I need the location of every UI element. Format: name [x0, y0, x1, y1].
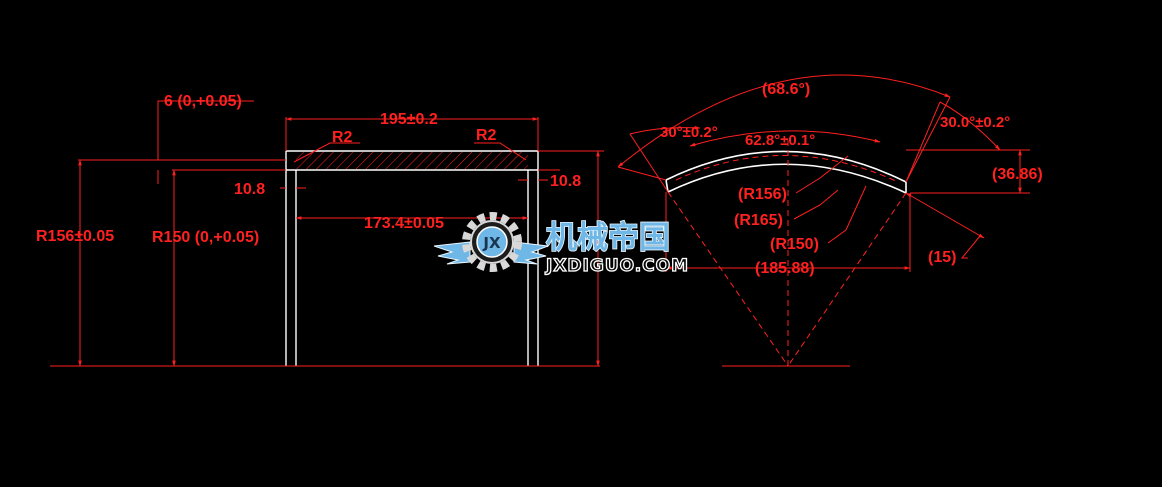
dim-side-right: 10.8	[550, 173, 581, 190]
dim-height: (36.86)	[992, 166, 1043, 183]
dim-inner-length: 173.4±0.05	[364, 215, 444, 232]
radius-left-label: R2	[332, 129, 353, 146]
dim-length: 195±0.2	[380, 111, 438, 128]
side-view-dimension-lines	[617, 74, 1030, 367]
logo-name-en: JXDIGUO.COM	[545, 256, 689, 276]
hatched-section	[296, 152, 528, 169]
radius-150: (R150)	[770, 236, 819, 253]
dim-top-tolerance: 6 (0,+0.05)	[164, 93, 242, 110]
dim-chord: (185.88)	[755, 260, 815, 277]
dim-edge: (15)	[928, 249, 956, 266]
logo-name-cn: 机械帝国	[546, 220, 670, 256]
angle-total: (68.6°)	[762, 81, 810, 98]
angle-right: 30.0°±0.2°	[940, 114, 1010, 131]
radius-165: (R165)	[734, 212, 783, 229]
radius-156: (R156)	[738, 186, 787, 203]
front-view: 6 (0,+0.05) 195±0.2 R2 R2 10.8 10.8 173.…	[36, 93, 604, 367]
logo-wing-left-icon	[433, 241, 471, 265]
side-view: (68.6°) 30°±0.2° 30.0°±0.2° 62.8°±0.1° (…	[617, 74, 1043, 367]
radius-right-label: R2	[476, 127, 497, 144]
front-view-outline	[285, 150, 539, 366]
dim-side-left: 10.8	[234, 181, 265, 198]
angle-left: 30°±0.2°	[660, 124, 718, 141]
front-view-dimension-lines	[50, 100, 604, 367]
logo-wing-right-icon	[513, 241, 549, 265]
logo-emblem-text: JX	[482, 234, 501, 252]
dim-outer-radius: R156±0.05	[36, 228, 114, 245]
watermark-logo: JX 机械帝国 JXDIGUO.COM	[433, 212, 689, 277]
dim-inner-radius: R150 (0,+0.05)	[152, 229, 259, 246]
angle-center: 62.8°±0.1°	[745, 132, 815, 149]
side-view-centerlines	[667, 140, 907, 367]
gear-icon: JX	[462, 212, 522, 272]
